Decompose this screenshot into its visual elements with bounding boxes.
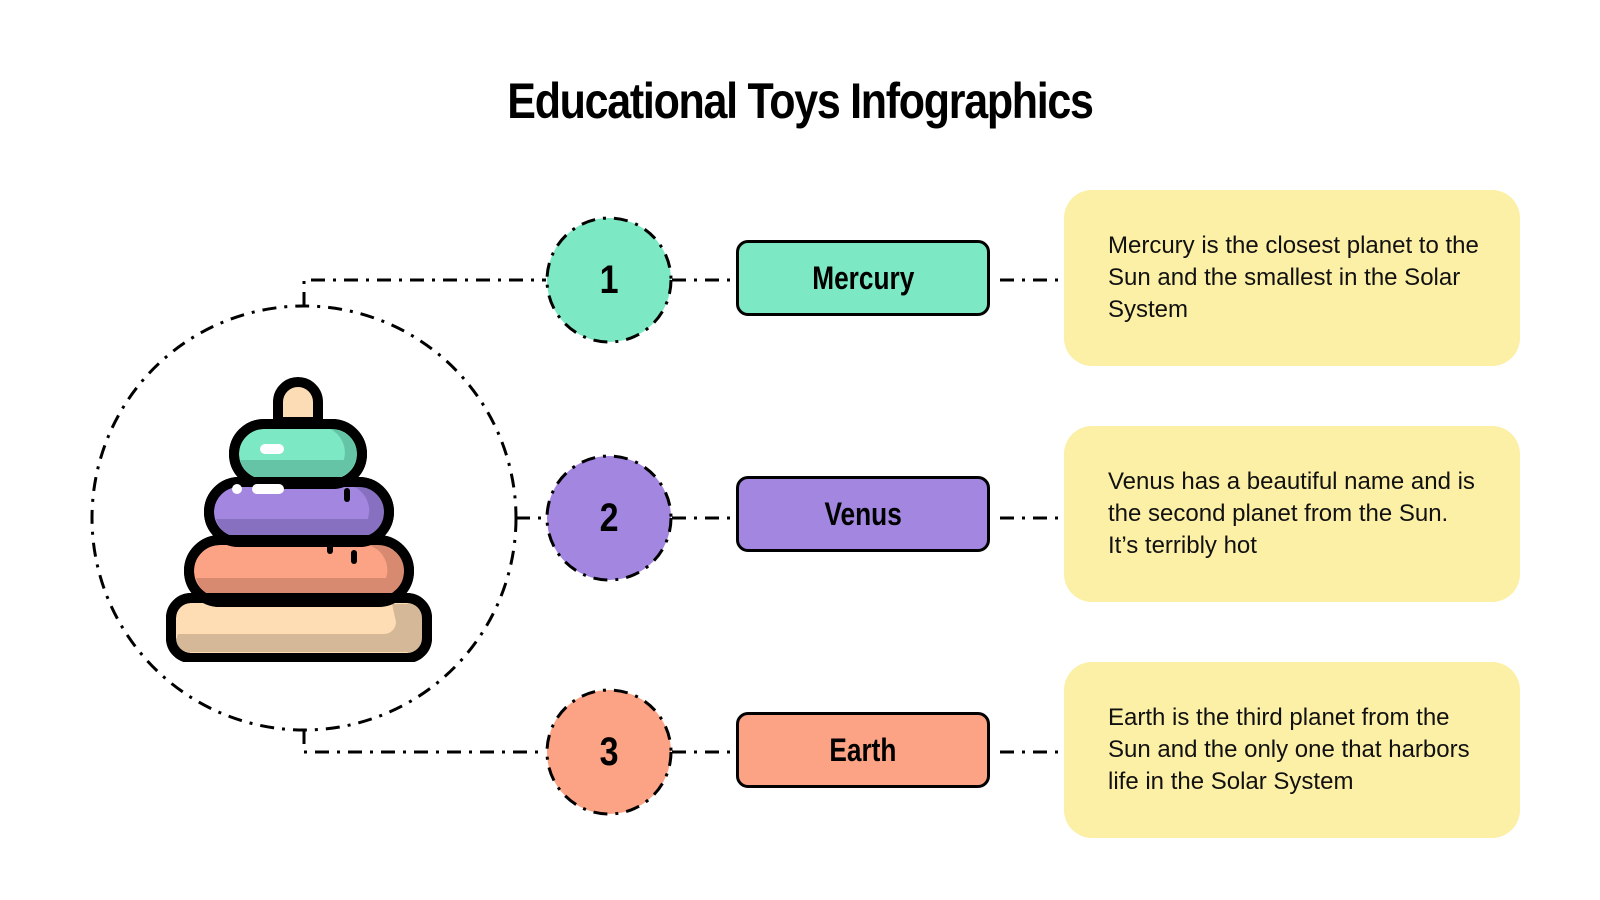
item-1-description-box: Mercury is the closest planet to the Sun…	[1064, 190, 1520, 366]
item-1-description: Mercury is the closest planet to the Sun…	[1108, 232, 1479, 323]
item-2-number: 2	[599, 495, 619, 540]
item-3-number-circle: 3	[547, 690, 671, 814]
item-1-label-box: Mercury	[736, 240, 990, 316]
item-3-description: Earth is the third planet from the Sun a…	[1108, 704, 1470, 795]
page-title: Educational Toys Infographics	[507, 73, 1094, 129]
item-1-circle-bg	[545, 216, 673, 344]
item-2-description-box: Venus has a beautiful name and is the se…	[1064, 426, 1520, 602]
item-2-number-circle: 2	[547, 456, 671, 580]
item-2-label-box: Venus	[736, 476, 990, 552]
item-3-description-box: Earth is the third planet from the Sun a…	[1064, 662, 1520, 838]
item-3-label: Earth	[829, 731, 897, 768]
item-2-label: Venus	[824, 495, 902, 532]
item-3-label-box: Earth	[736, 712, 990, 788]
item-1-number: 1	[599, 257, 619, 302]
item-2-description: Venus has a beautiful name and is the se…	[1108, 468, 1475, 559]
stacking-rings-toy-icon	[166, 377, 432, 662]
item-2-circle-bg	[545, 454, 673, 582]
connector-to-item-3	[302, 730, 546, 754]
item-1-label: Mercury	[811, 259, 915, 296]
connector-to-item-1	[302, 278, 546, 306]
item-3-number: 3	[599, 729, 619, 774]
item-1-number-circle: 1	[547, 218, 671, 342]
item-3-circle-bg	[545, 688, 673, 816]
